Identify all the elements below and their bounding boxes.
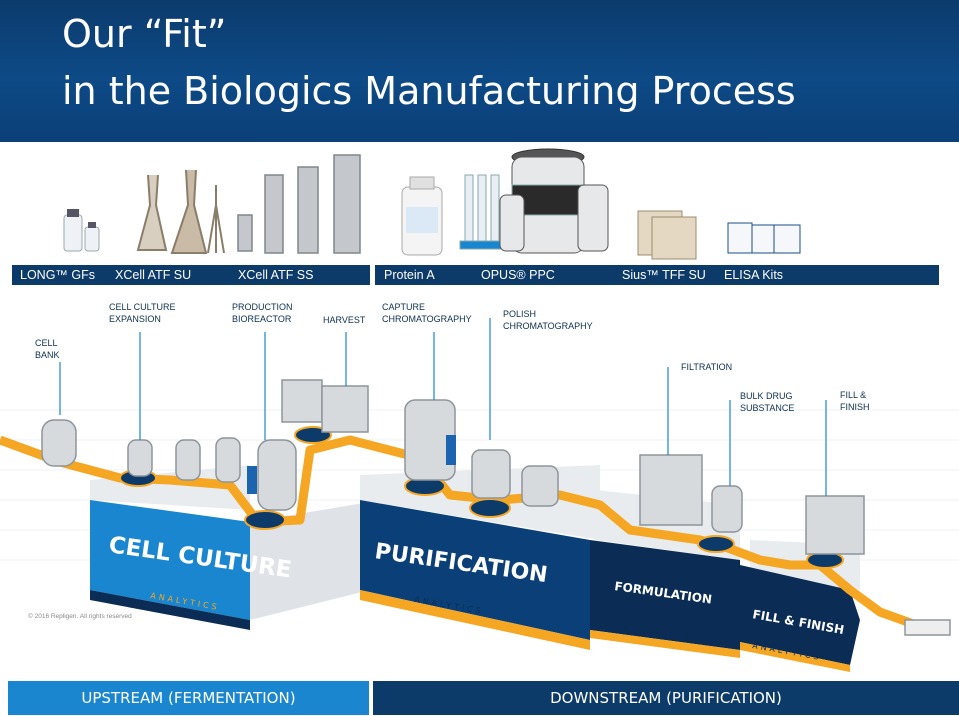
cell-culture-platform	[90, 465, 370, 630]
label-polish-chromatography: POLISH CHROMATOGRAPHY	[503, 309, 593, 331]
opus-columns-icon	[459, 148, 609, 254]
label-production-bioreactor: PRODUCTION BIOREACTOR	[232, 302, 293, 324]
title-line-1: Our “Fit”	[62, 12, 227, 56]
protein-a-bottle-icon	[401, 176, 443, 256]
product-xcell-atf-su: XCell ATF SU	[115, 268, 192, 282]
vials-icon	[63, 209, 100, 252]
label-capture-chromatography: CAPTURE CHROMATOGRAPHY	[382, 302, 472, 324]
upstream-bar: UPSTREAM (FERMENTATION)	[8, 681, 369, 715]
label-filtration: FILTRATION	[681, 362, 733, 372]
title-banner: Our “Fit” in the Biologics Manufacturing…	[0, 0, 959, 142]
label-cell-bank: CELL BANK	[35, 338, 60, 360]
label-cell-culture-expansion: CELL CULTURE EXPANSION	[109, 302, 176, 324]
atf-su-icon	[136, 169, 225, 254]
product-images	[63, 148, 801, 260]
product-long-gfs: LONG™ GFs	[20, 268, 96, 282]
label-bulk-drug-substance: BULK DRUG SUBSTANCE	[740, 391, 795, 413]
process-diagram: CELL CULTURE PURIFICATION FORMULATION FI…	[0, 318, 959, 672]
product-protein-a: Protein A	[384, 268, 435, 282]
copyright-note: © 2016 Repligen. All rights reserved	[28, 613, 132, 620]
label-fill-finish-step: FILL & FINISH	[840, 390, 870, 412]
product-elisa-kits: ELISA Kits	[724, 268, 784, 282]
operator-figures	[247, 435, 456, 494]
product-xcell-atf-ss: XCell ATF SS	[238, 268, 314, 282]
atf-ss-icon	[237, 154, 361, 254]
upstream-products-bar: LONG™ GFs XCell ATF SU XCell ATF SS	[12, 265, 370, 285]
label-harvest: HARVEST	[323, 315, 366, 325]
tff-cassettes-icon	[637, 210, 697, 260]
elisa-kits-icon	[727, 222, 801, 254]
downstream-bar: DOWNSTREAM (PURIFICATION)	[373, 681, 959, 715]
product-sius-tff: Sius™ TFF SU	[622, 268, 706, 282]
title-line-2: in the Biologics Manufacturing Process	[62, 69, 796, 113]
product-opus-ppc: OPUS® PPC	[481, 268, 555, 282]
downstream-products-bar: Protein A OPUS® PPC Sius™ TFF SU ELISA K…	[375, 265, 939, 285]
